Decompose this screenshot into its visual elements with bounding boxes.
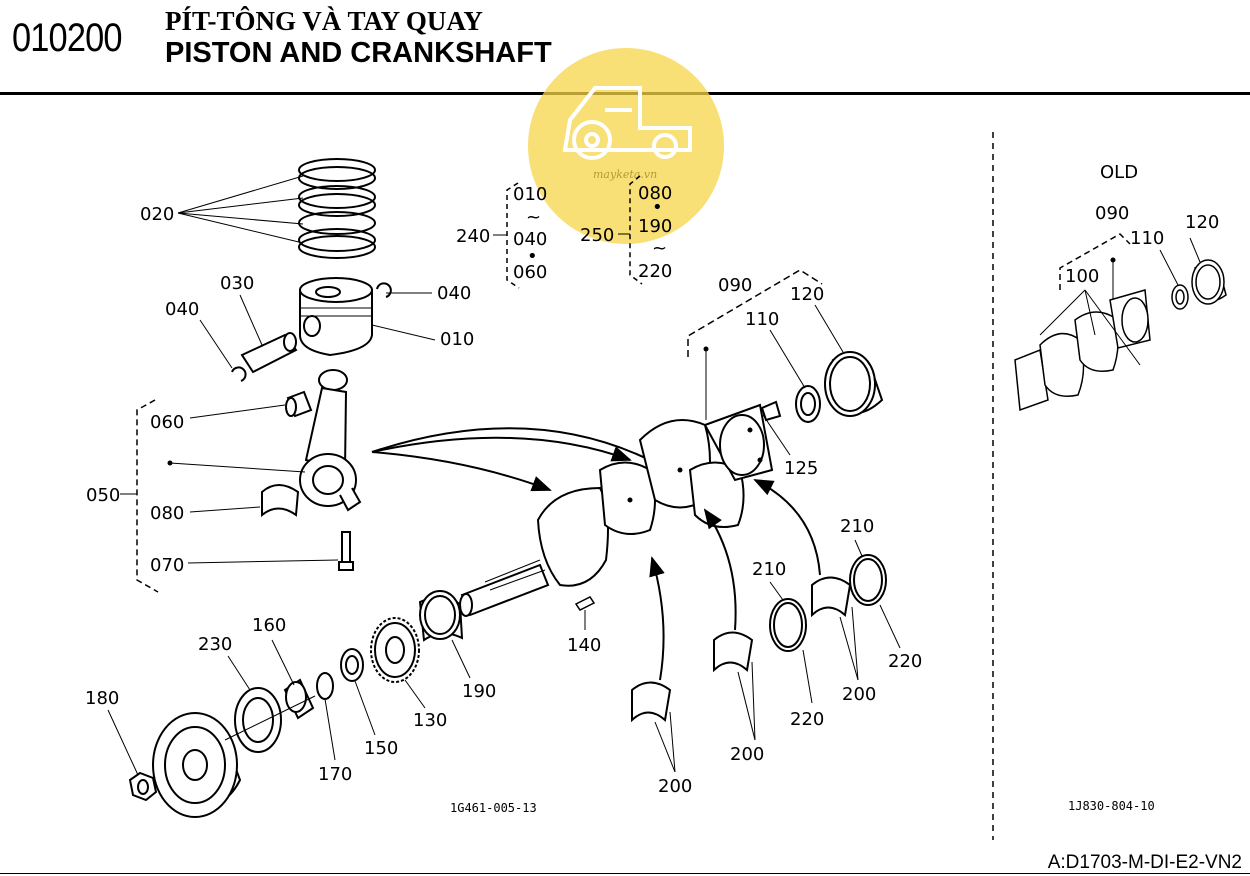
callout-220-b: 220 xyxy=(888,651,922,672)
model-code: A:D1703-M-DI-E2-VN2 xyxy=(1047,852,1242,873)
oil-seal-230 xyxy=(234,687,282,753)
old-section-title: OLD xyxy=(1100,162,1138,183)
callout-200-a: 200 xyxy=(658,776,692,797)
callout-080: 080 xyxy=(150,503,184,524)
ball-bearing-110 xyxy=(795,385,821,423)
conrod-bearing xyxy=(261,484,300,518)
callout-240: 240 xyxy=(456,226,490,247)
o-ring-170 xyxy=(316,672,334,700)
sleeve-120 xyxy=(824,351,884,417)
callout-010: 010 xyxy=(440,329,474,350)
washer-150 xyxy=(340,648,364,682)
old-callout-100: 100 xyxy=(1065,266,1099,287)
callout-040-left: 040 xyxy=(165,299,199,320)
set-250-mid: 190 xyxy=(638,216,672,237)
set-group-250: 250 080 • 190 ~ 220 xyxy=(580,175,672,285)
old-bearing-110 xyxy=(1171,284,1189,310)
tractor-icon xyxy=(562,86,692,160)
callout-020: 020 xyxy=(140,204,174,225)
callout-040-right: 040 xyxy=(437,283,471,304)
callout-130: 130 xyxy=(413,710,447,731)
main-bearings xyxy=(631,576,852,723)
callout-060: 060 xyxy=(150,412,184,433)
circlip-left xyxy=(231,366,247,382)
old-callout-120: 120 xyxy=(1185,212,1219,233)
piston-rings xyxy=(298,158,376,259)
set-250-dot: • xyxy=(652,197,663,218)
callout-220-a: 220 xyxy=(790,709,824,730)
callout-210-a: 210 xyxy=(752,559,786,580)
set-240-tilde: ~ xyxy=(526,207,541,228)
callout-170: 170 xyxy=(318,764,352,785)
callout-210-b: 210 xyxy=(840,516,874,537)
callout-250: 250 xyxy=(580,225,614,246)
thrust-washers xyxy=(769,554,887,652)
callout-090: 090 xyxy=(718,275,752,296)
leader-020 xyxy=(177,175,304,244)
drawing-id-main: 1G461-005-13 xyxy=(450,801,537,815)
set-240-last: 060 xyxy=(513,262,547,283)
drawing-id-old: 1J830-804-10 xyxy=(1068,799,1155,813)
piston xyxy=(299,277,373,357)
watermark: mayketa.vn xyxy=(528,48,724,244)
set-240-mid: 040 xyxy=(513,229,547,250)
sleeve-190 xyxy=(418,590,464,642)
callout-200-c: 200 xyxy=(842,684,876,705)
crank-pulley xyxy=(152,695,316,818)
callout-110: 110 xyxy=(745,309,779,330)
connecting-rod xyxy=(299,369,362,512)
circlip-right xyxy=(376,282,392,298)
callout-180: 180 xyxy=(85,688,119,709)
footer-rule xyxy=(0,873,1250,874)
piston-pin xyxy=(240,332,298,374)
title-vietnamese: PÍT-TÔNG VÀ TAY QUAY xyxy=(165,6,483,36)
set-250-first: 080 xyxy=(638,183,672,204)
small-end-bushing xyxy=(285,390,313,418)
old-leaders-100 xyxy=(1039,289,1141,366)
callout-125: 125 xyxy=(784,458,818,479)
crank-gear xyxy=(370,617,420,683)
callout-190: 190 xyxy=(462,681,496,702)
watermark-text: mayketa.vn xyxy=(593,168,657,181)
old-sleeve-120 xyxy=(1191,259,1227,305)
set-250-last: 220 xyxy=(638,261,672,282)
callout-160: 160 xyxy=(252,615,286,636)
set-240-dot: • xyxy=(527,246,538,267)
callout-030: 030 xyxy=(220,273,254,294)
bracket-050 xyxy=(136,399,159,593)
crankshaft xyxy=(459,400,782,617)
old-crankshaft xyxy=(1014,289,1151,412)
section-code: 010200 xyxy=(12,16,122,60)
callout-230: 230 xyxy=(198,634,232,655)
pulley-nut xyxy=(128,771,158,802)
collar-160 xyxy=(283,678,315,720)
crank-key xyxy=(574,596,596,611)
callout-070: 070 xyxy=(150,555,184,576)
set-250-tilde: ~ xyxy=(652,238,667,259)
callout-050: 050 xyxy=(86,485,120,506)
leaders-200 xyxy=(654,606,859,773)
old-callout-110: 110 xyxy=(1130,228,1164,249)
title-english: PISTON AND CRANKSHAFT xyxy=(165,37,552,69)
set-240-first: 010 xyxy=(513,184,547,205)
callout-200-b: 200 xyxy=(730,744,764,765)
set-group-240: 240 010 ~ 040 • 060 xyxy=(456,182,547,289)
old-callout-090: 090 xyxy=(1095,203,1129,224)
callout-150: 150 xyxy=(364,738,398,759)
old-bracket-090 xyxy=(1059,233,1131,290)
conrod-bolt xyxy=(338,531,354,571)
callout-120: 120 xyxy=(790,284,824,305)
bearing-arrows xyxy=(649,479,821,681)
callout-140: 140 xyxy=(567,635,601,656)
